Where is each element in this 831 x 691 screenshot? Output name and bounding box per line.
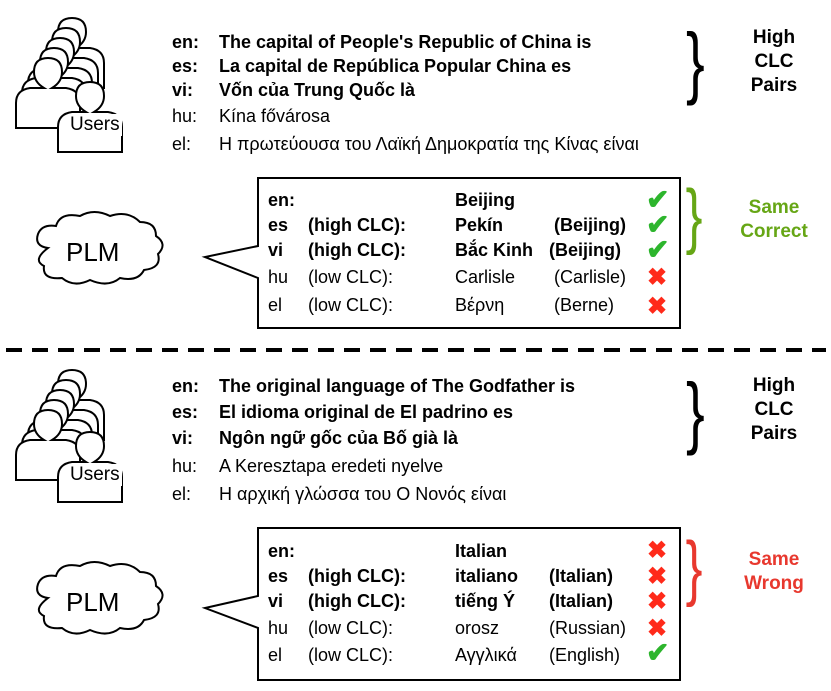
bottom-result-label: Same Wrong: [744, 549, 804, 594]
top-el-cross-icon: ✖: [647, 293, 668, 320]
bottom-vi-cross-icon: ✖: [647, 588, 668, 615]
bottom-es-cross-icon: ✖: [647, 563, 668, 590]
top-result-brace: }: [685, 176, 703, 256]
bottom-el-check-icon: ✔: [646, 637, 670, 668]
bottom-answer-bubble: [201, 527, 681, 681]
top-en-check-icon: ✔: [646, 184, 670, 215]
top-es-check-icon: ✔: [646, 209, 670, 240]
bottom-pairs-brace: }: [686, 367, 705, 456]
bottom-result-brace: }: [685, 528, 703, 608]
top-answer-bubble: [201, 177, 681, 329]
top-plm-label: PLM: [66, 237, 120, 267]
top-pairs-label: High CLC Pairs: [750, 27, 798, 96]
top-vi-check-icon: ✔: [646, 234, 670, 265]
bottom-plm-label: PLM: [66, 587, 120, 617]
bottom-users-label: Users: [68, 464, 122, 486]
top-users-label: Users: [68, 114, 122, 136]
top-result-label: Same Correct: [740, 197, 808, 242]
top-pairs-brace: }: [686, 17, 705, 106]
bottom-en-cross-icon: ✖: [647, 537, 668, 564]
top-hu-cross-icon: ✖: [647, 264, 668, 291]
bottom-pairs-label: High CLC Pairs: [750, 375, 798, 444]
bottom-hu-cross-icon: ✖: [647, 615, 668, 642]
